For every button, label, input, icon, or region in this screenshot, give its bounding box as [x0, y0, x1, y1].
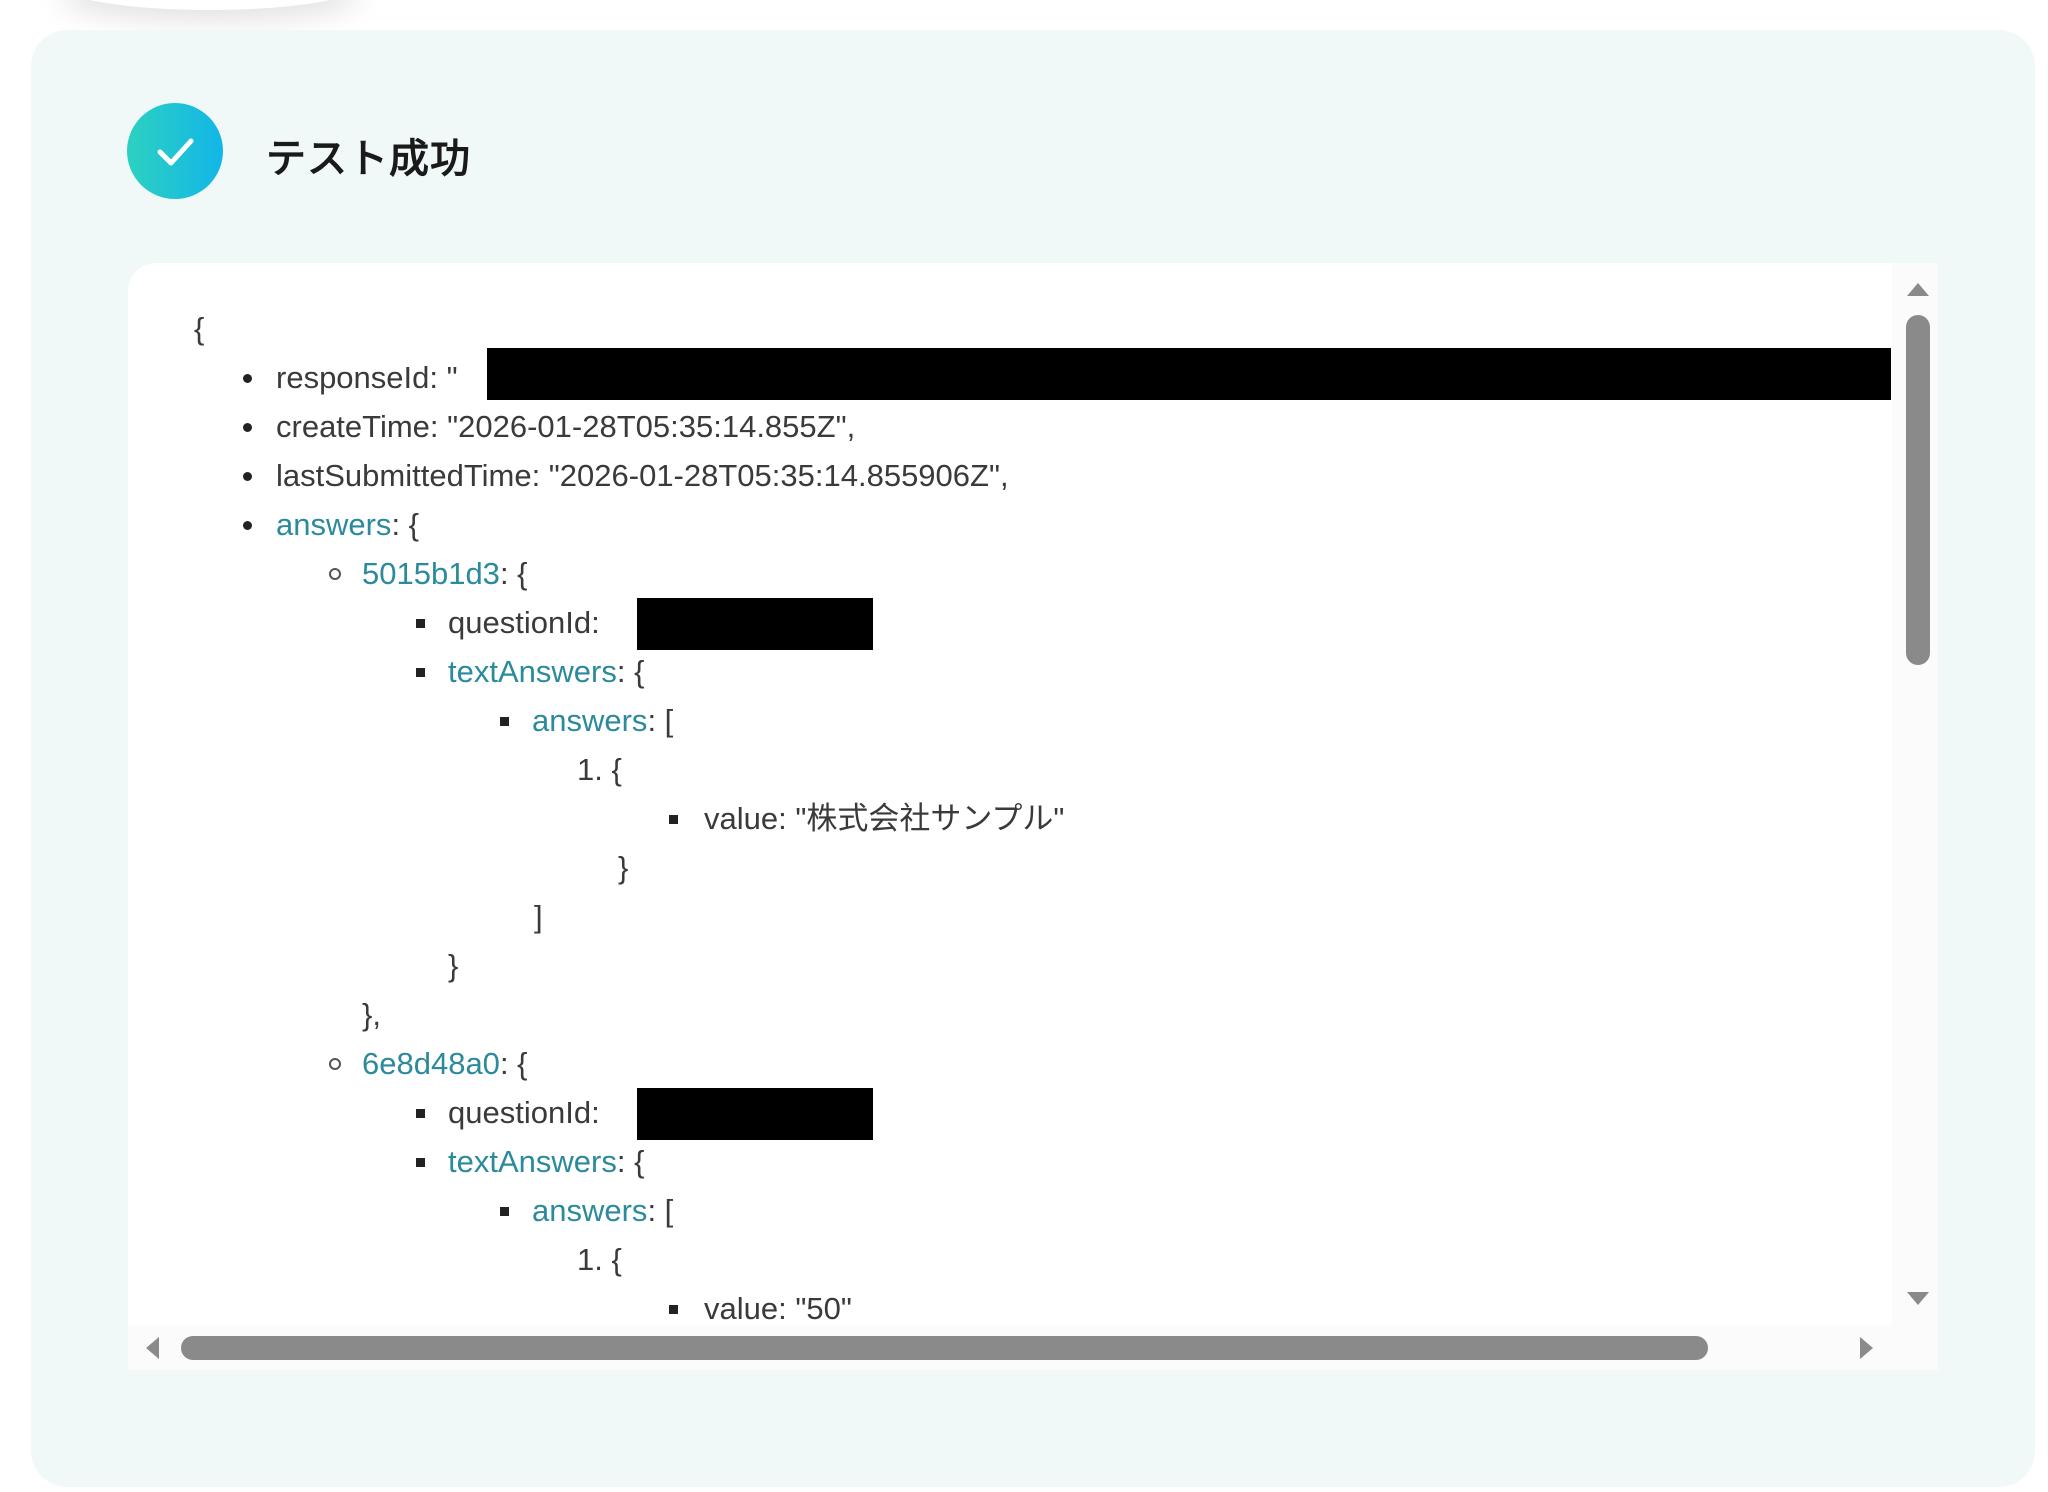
scroll-left-arrow-icon[interactable]	[146, 1337, 159, 1359]
punct: : {	[616, 654, 645, 689]
key[interactable]: answers	[532, 703, 648, 738]
json-line-answers-array[interactable]: answers: [	[532, 696, 673, 745]
bullet-square	[500, 1207, 509, 1216]
json-line-questionId: questionId:	[448, 598, 600, 647]
value: : "50"	[778, 1291, 852, 1326]
key: lastSubmittedTime	[276, 458, 532, 493]
json-line-answers-array[interactable]: answers: [	[532, 1186, 673, 1235]
bullet-disc	[243, 374, 252, 383]
json-output-panel	[128, 263, 1938, 1370]
bullet-square	[416, 619, 425, 628]
json-close-array: ]	[534, 899, 543, 934]
key[interactable]: textAnswers	[448, 1144, 617, 1179]
punct: : [	[647, 1193, 674, 1228]
json-line-value: value: "50"	[704, 1284, 852, 1333]
json-line-responseId: responseId: "	[276, 353, 458, 402]
key: value	[704, 1291, 779, 1326]
key[interactable]: textAnswers	[448, 654, 617, 689]
bullet-square	[669, 1305, 678, 1314]
key: questionId	[448, 1095, 592, 1130]
bullet-ring	[329, 1058, 341, 1070]
punct: :	[591, 605, 600, 640]
result-title: テスト成功	[266, 137, 471, 181]
scroll-right-arrow-icon[interactable]	[1860, 1337, 1873, 1359]
json-line-answers[interactable]: answers: {	[276, 500, 419, 549]
json-line-answer-id[interactable]: 5015b1d3: {	[362, 549, 528, 598]
key[interactable]: answers	[276, 507, 392, 542]
punct: : {	[499, 1046, 528, 1081]
key: value	[704, 801, 779, 836]
bullet-disc	[243, 472, 252, 481]
value: : "2026-01-28T05:35:14.855Z",	[429, 409, 856, 444]
json-line-value: value: "株式会社サンプル"	[704, 794, 1064, 843]
key[interactable]: answers	[532, 1193, 648, 1228]
bullet-disc	[243, 521, 252, 530]
scroll-up-arrow-icon[interactable]	[1907, 283, 1929, 296]
punct: :	[591, 1095, 600, 1130]
bullet-square	[669, 815, 678, 824]
check-circle-icon	[127, 103, 223, 199]
decorative-shadow	[60, 0, 360, 10]
key: questionId	[448, 605, 592, 640]
key: responseId	[276, 360, 430, 395]
redacted-question-id	[637, 598, 873, 650]
punct: : {	[391, 507, 420, 542]
json-line-textAnswers[interactable]: textAnswers: {	[448, 1137, 644, 1186]
json-list-index: 1. {	[577, 752, 622, 787]
json-list-index: 1. {	[577, 1242, 622, 1277]
scroll-down-arrow-icon[interactable]	[1907, 1292, 1929, 1305]
value: : "	[429, 360, 458, 395]
key: createTime	[276, 409, 430, 444]
json-line-answer-id[interactable]: 6e8d48a0: {	[362, 1039, 528, 1088]
json-close-item: }	[618, 850, 629, 885]
json-open-brace: {	[194, 311, 205, 346]
punct: : [	[647, 703, 674, 738]
json-line-createTime: createTime: "2026-01-28T05:35:14.855Z",	[276, 402, 855, 451]
json-close-text: }	[448, 948, 459, 983]
json-line-lastSubmittedTime: lastSubmittedTime: "2026-01-28T05:35:14.…	[276, 451, 1009, 500]
bullet-square	[500, 717, 509, 726]
bullet-square	[416, 1158, 425, 1167]
json-line-questionId: questionId:	[448, 1088, 600, 1137]
punct: : {	[499, 556, 528, 591]
punct: : {	[616, 1144, 645, 1179]
bullet-ring	[329, 568, 341, 580]
json-line-textAnswers[interactable]: textAnswers: {	[448, 647, 644, 696]
vertical-scrollbar-thumb[interactable]	[1906, 315, 1930, 665]
value: : "株式会社サンプル"	[778, 801, 1065, 836]
value: : "2026-01-28T05:35:14.855906Z",	[531, 458, 1009, 493]
json-close-obj: },	[362, 997, 381, 1032]
bullet-disc	[243, 423, 252, 432]
horizontal-scrollbar-thumb[interactable]	[181, 1336, 1708, 1360]
key[interactable]: 5015b1d3	[362, 556, 500, 591]
bullet-square	[416, 668, 425, 677]
redacted-question-id	[637, 1088, 873, 1140]
bullet-square	[416, 1109, 425, 1118]
key[interactable]: 6e8d48a0	[362, 1046, 500, 1081]
redacted-response-id	[487, 348, 1891, 400]
